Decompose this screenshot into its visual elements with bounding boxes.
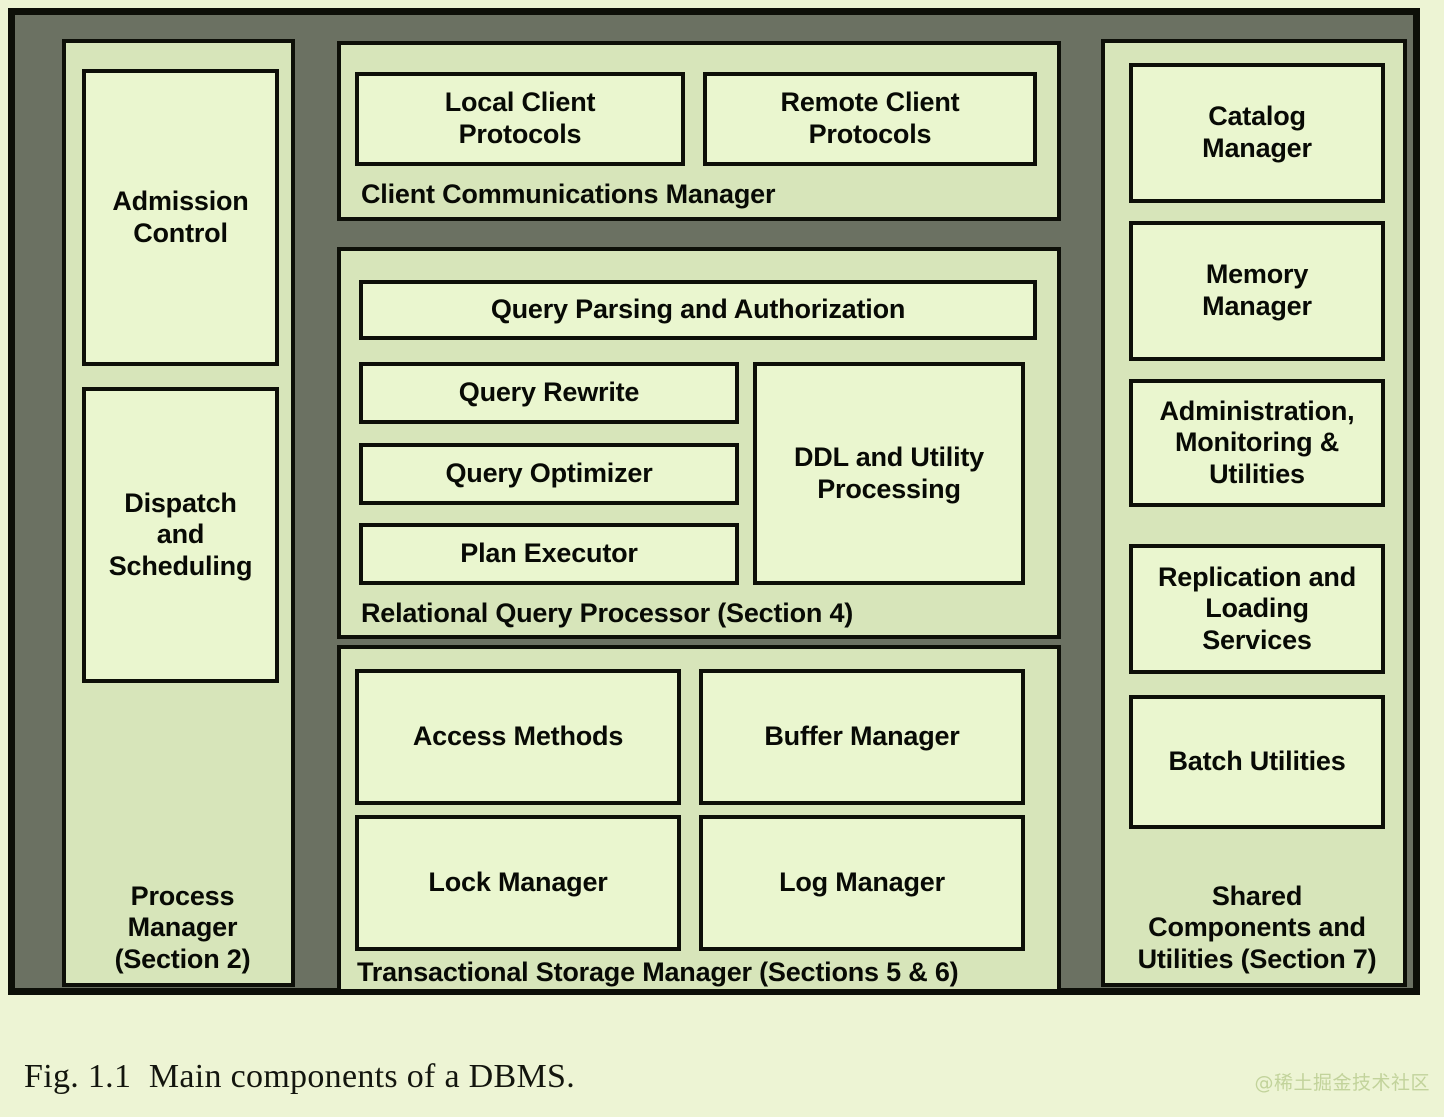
group-relational-query-processor: Query Parsing and Authorization Query Re… <box>337 247 1061 639</box>
box-plan-executor: Plan Executor <box>359 523 739 585</box>
box-query-optimizer: Query Optimizer <box>359 443 739 505</box>
group-label-client-communications-manager: Client Communications Manager <box>361 179 776 210</box>
box-buffer-manager: Buffer Manager <box>699 669 1025 805</box>
box-query-parsing-and-authorization: Query Parsing and Authorization <box>359 280 1037 340</box>
group-transactional-storage-manager: Access Methods Buffer Manager Lock Manag… <box>337 645 1061 993</box>
box-query-rewrite: Query Rewrite <box>359 362 739 424</box>
box-log-manager: Log Manager <box>699 815 1025 951</box>
group-label-relational-query-processor: Relational Query Processor (Section 4) <box>361 598 854 629</box>
figure-caption: Fig. 1.1 Main components of a DBMS. <box>24 1058 576 1095</box>
box-lock-manager: Lock Manager <box>355 815 681 951</box>
box-access-methods: Access Methods <box>355 669 681 805</box>
box-administration-monitoring-utilities: Administration,Monitoring &Utilities <box>1129 379 1385 507</box>
group-label-transactional-storage-manager: Transactional Storage Manager (Sections … <box>357 957 959 988</box>
watermark: @稀土掘金技术社区 <box>1254 1072 1430 1094</box>
box-batch-utilities: Batch Utilities <box>1129 695 1385 829</box>
